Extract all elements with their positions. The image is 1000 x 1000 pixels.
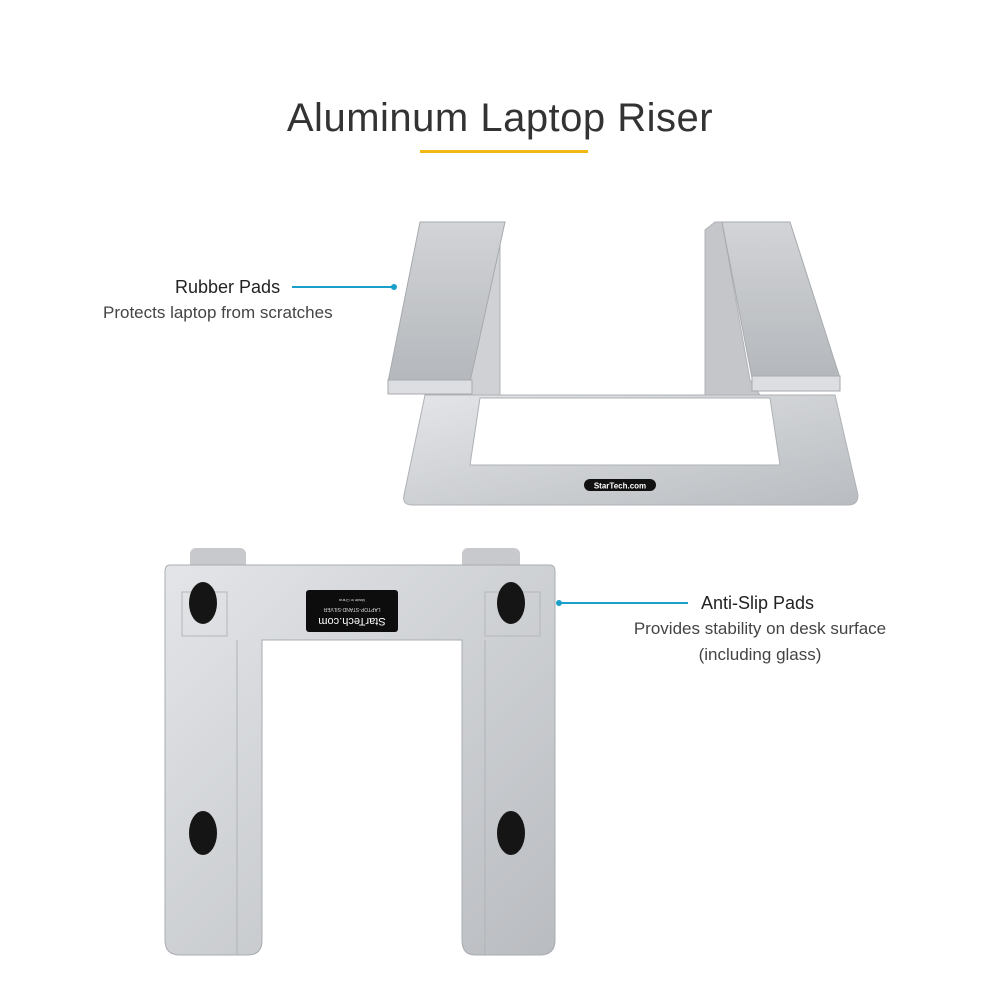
rubber-pads-description: Protects laptop from scratches — [103, 303, 333, 322]
anti-slip-pad — [497, 582, 525, 624]
stand-base — [403, 394, 859, 506]
logo-text: StarTech.com — [594, 482, 646, 491]
anti-slip-pad — [497, 811, 525, 855]
label-origin: Made in China — [338, 598, 365, 603]
product-label — [306, 590, 398, 632]
description-line: (including glass) — [698, 645, 822, 664]
description-line: Provides stability on desk surface — [633, 619, 887, 638]
stand-bottom-view: StarTech.com LAPTOP-STAND-SILVER Made in… — [164, 548, 556, 956]
anti-slip-pad — [189, 811, 217, 855]
title-underline — [420, 150, 588, 153]
rubber-pads-title: Rubber Pads — [175, 277, 281, 297]
stand-side-view: StarTech.com — [387, 221, 859, 506]
label-model: LAPTOP-STAND-SILVER — [323, 606, 380, 612]
startech-logo-badge — [584, 479, 656, 491]
anti-slip-pad — [189, 582, 217, 624]
anti-slip-pads-title: Anti-Slip Pads — [701, 593, 815, 613]
page-title: Aluminum Laptop Riser — [286, 96, 714, 140]
label-brand: StarTech.com — [318, 615, 385, 627]
anti-slip-pads-description: Provides stability on desk surface (incl… — [600, 616, 920, 668]
